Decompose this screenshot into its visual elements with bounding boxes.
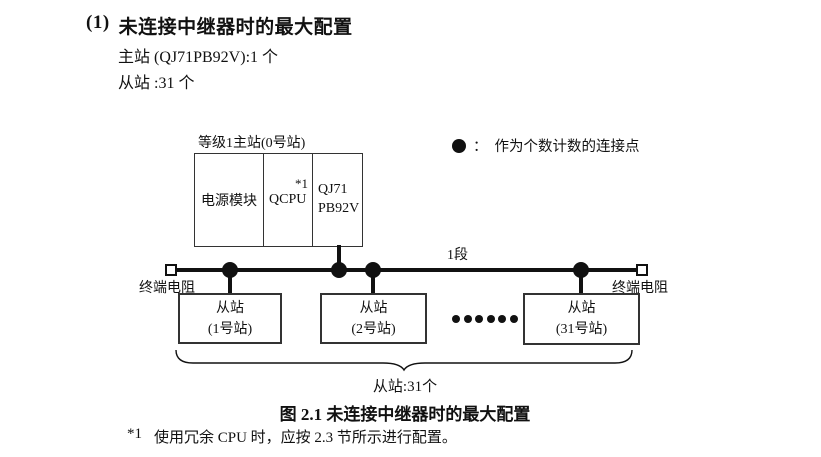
- bus-line: [172, 268, 642, 272]
- network-module-cell: QJ71 PB92V: [313, 154, 362, 246]
- connection-point-icon: [222, 262, 238, 278]
- power-module-cell: 电源模块: [195, 154, 264, 246]
- slave1-drop-line: [228, 270, 232, 294]
- terminating-resistor-icon: [636, 264, 648, 276]
- slave-name: 从站: [359, 300, 388, 316]
- network-module-line2: PB92V: [318, 201, 360, 216]
- connection-point-icon: [452, 138, 466, 153]
- connection-point-icon: [573, 262, 589, 278]
- slave2-drop-line: [371, 270, 375, 294]
- qcpu-cell: QCPU *1: [264, 154, 313, 246]
- legend-text: 作为个数计数的连接点: [494, 139, 640, 155]
- master-drop-line: [337, 245, 341, 270]
- network-module-line1: QJ71: [318, 182, 348, 198]
- slave31-drop-line: [579, 270, 583, 294]
- slave-name: 从站: [216, 300, 244, 316]
- master-station-box: 电源模块 QCPU *1 QJ71 PB92V: [194, 153, 363, 247]
- figure-caption: 图 2.1 未连接中继器时的最大配置: [279, 405, 531, 424]
- brace-label: 从站:31个: [372, 379, 438, 395]
- terminator-label-right: 终端电阻: [612, 281, 668, 296]
- terminator-label-left: 终端电阻: [139, 281, 195, 296]
- section-heading: (1) 未连接中继器时的最大配置: [86, 12, 353, 39]
- footnote-reference: *1: [295, 176, 308, 191]
- slave-number: (1号站): [207, 321, 253, 337]
- legend: ： 作为个数计数的连接点: [452, 135, 640, 156]
- slave-name: 从站: [567, 301, 596, 316]
- brace-icon: [175, 349, 633, 372]
- qcpu-label: QCPU: [269, 192, 307, 207]
- slave-station-box-1: 从站 (1号站): [178, 293, 282, 344]
- slave-station-box-31: 从站 (31号站): [523, 293, 640, 345]
- ellipsis-dots-icon: [452, 315, 518, 323]
- slave-number: (2号站): [351, 321, 396, 337]
- master-station-label: 等级1主站(0号站): [198, 136, 306, 151]
- footnote: *1 使用冗余 CPU 时，应按 2.3 节所示进行配置。: [127, 426, 457, 447]
- connection-point-icon: [331, 262, 347, 278]
- slave-station-box-2: 从站 (2号站): [320, 293, 427, 344]
- footnote-text: 使用冗余 CPU 时，应按 2.3 节所示进行配置。: [154, 430, 457, 446]
- section-title: 未连接中继器时的最大配置: [118, 17, 353, 38]
- footnote-marker: *1: [127, 426, 142, 442]
- section-number: (1): [86, 12, 110, 33]
- slave-number: (31号站): [555, 322, 608, 337]
- slave-count-line: 从站 :31 个: [118, 75, 195, 92]
- terminating-resistor-icon: [165, 264, 177, 276]
- legend-colon: ：: [473, 139, 488, 155]
- master-count-line: 主站 (QJ71PB92V):1 个: [118, 49, 279, 66]
- connection-point-icon: [365, 262, 381, 278]
- segment-label: 1段: [447, 248, 468, 263]
